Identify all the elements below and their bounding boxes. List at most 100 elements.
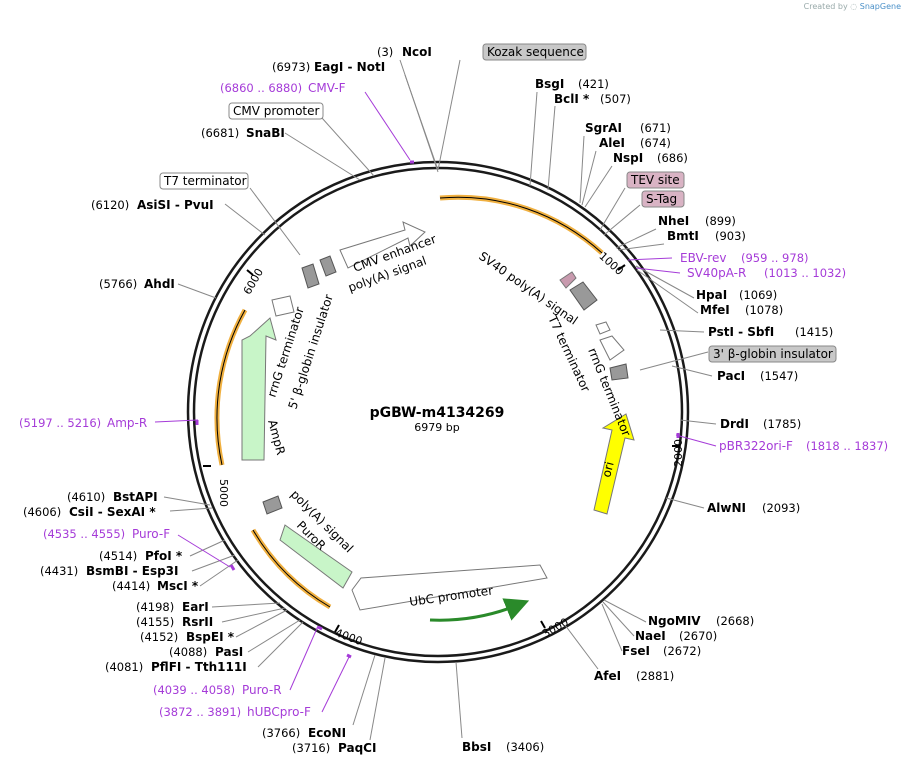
leader-bspei [235,609,288,638]
site-snabi: SnaBI [246,126,285,140]
box-tev [626,171,685,189]
cmv-enhancer-arrow [339,221,426,269]
leader-ahdi [177,283,217,299]
primer-puror: Puro-R [242,683,282,697]
tick-6000 [246,269,254,276]
leader-pasi [247,619,301,653]
primer-cmvf-pos: (6860 .. 6880) [220,81,302,95]
polyA-marker-top2 [319,255,337,277]
site-naei: NaeI [635,629,666,643]
leader-alei [581,150,597,206]
orf-left-arc [214,308,248,466]
primer-cmvf: CMV-F [308,81,346,95]
leader-naei [602,601,635,637]
tick-marks [203,264,680,633]
site-drdi: DrdI [720,417,749,431]
sv40-marker [569,281,598,311]
rrng-arrow-left [271,295,295,317]
tick-4000 [334,624,340,633]
site-bcli-pos: (507) [600,92,631,106]
leader-hpai [635,265,695,299]
site-mfei: MfeI [700,303,730,317]
leader-paqci [369,657,386,741]
leader-bbsi [455,661,463,739]
primer-mark-puror [317,625,323,631]
tick-label-2000: 2000 [672,439,685,467]
leader-t7 [249,187,301,256]
site-bspei: BspEI * [186,630,235,644]
site-snabi-pos: (6681) [201,126,239,140]
primer-leader-ampr [154,419,199,423]
primer-leader-ebvrev [627,257,673,261]
site-pfoi-pos: (4514) [99,549,137,563]
backbone-outer [186,160,690,664]
site-alei: AleI [599,136,625,150]
box-stag-label: S-Tag [646,192,677,206]
site-bbsi-pos: (3406) [506,740,544,754]
leader-snabi [284,132,361,181]
leader-psti [659,329,705,333]
primer-hubc: hUBCpro-F [247,705,311,719]
site-paci: PacI [717,369,745,383]
site-ngomiv: NgoMIV [648,614,701,628]
box-3globin-label: 3' β-globin insulator [713,347,833,361]
box-kozak-label: Kozak sequence [487,45,584,59]
puror-arrow [279,524,353,589]
leader-bstapi [163,496,211,506]
site-pasi: PasI [215,645,243,659]
site-bmti-pos: (903) [715,229,746,243]
primer-leader-hubc [321,654,351,713]
leader-rsrii [221,607,286,623]
site-paqci-pos: (3716) [292,741,330,755]
leader-fsei [601,603,623,652]
leader-alwni [665,497,705,509]
stag-marker [559,271,577,289]
label-ori: ori [599,460,616,479]
primer-leaders [154,91,717,713]
primer-pbr322: pBR322ori-F [719,439,793,453]
leader-bsgi [529,91,538,187]
leader-tev [599,187,626,231]
polyA-marker-top [301,263,320,289]
leader-asisi [224,203,266,236]
site-msci: MscI * [157,579,199,593]
site-ncoi-pos: (3) [377,45,393,59]
site-alei-pos: (674) [640,136,671,150]
site-ahdi-pos: (5766) [99,277,137,291]
site-bsmbi: BsmBI - Esp3I [86,564,178,578]
site-fsei: FseI [622,644,650,658]
leader-bcli [547,105,556,191]
polyA-marker-bottom [262,495,283,515]
orf-top-arc-line [439,196,603,254]
site-asisi: AsiSI - PvuI [137,198,214,212]
site-bstapi: BstAPI [113,490,158,504]
boxed-features: Kozak sequence CMV promoter T7 terminato… [159,43,837,363]
site-bbsi: BbsI [462,740,491,754]
primer-leader-cmvf [364,91,411,161]
plasmid-length: 6979 bp [414,421,459,434]
primer-ampr-pos: (5197 .. 5216) [19,416,101,430]
credit-brand: SnapGene [859,2,901,11]
primer-hubc-pos: (3872 .. 3891) [159,705,241,719]
site-asisi-pos: (6120) [91,198,129,212]
site-pflfi-pos: (4081) [105,660,143,674]
box-3globin [708,345,837,363]
site-fsei-pos: (2672) [663,644,701,658]
leader-cmv-promoter [321,117,375,177]
box-tev-label: TEV site [630,173,680,187]
primer-sv40par: SV40pA-R [687,266,746,280]
tick-1000 [617,264,626,271]
primer-pbr322-pos: (1818 .. 1837) [806,439,888,453]
ampr-arrow [241,317,277,461]
primer-puror-pos: (4039 .. 4058) [153,683,235,697]
site-alwni: AlwNI [707,501,746,515]
label-ampr: AmpR [265,418,288,456]
site-afei: AfeI [594,669,621,683]
site-sgrai-pos: (671) [640,121,671,135]
leader-pflfi [257,621,304,668]
leader-kozak [437,59,461,171]
credit-prefix: Created by [803,2,848,11]
site-paci-pos: (1547) [760,369,798,383]
primer-ebvrev-pos: (959 .. 978) [741,251,809,265]
site-nhei: NheI [658,214,689,228]
